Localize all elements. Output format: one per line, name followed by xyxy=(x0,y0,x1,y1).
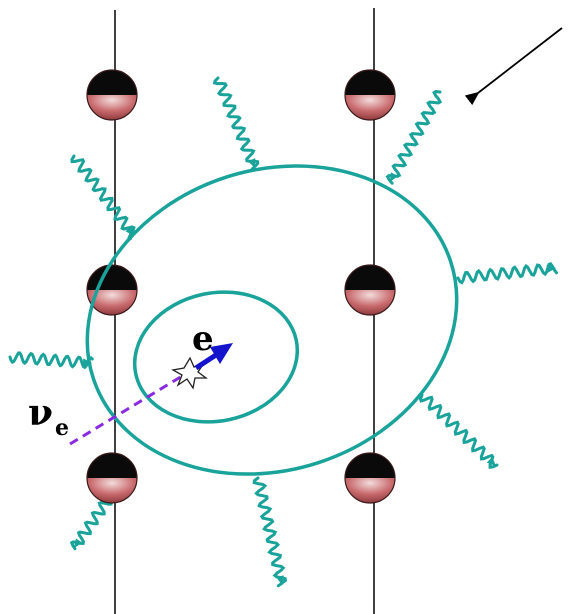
emission-wave xyxy=(212,76,260,171)
emission-wave-tip xyxy=(74,538,83,548)
emission-wave-tip xyxy=(390,172,398,182)
emission-wave xyxy=(70,154,136,241)
neutrino-track xyxy=(69,368,193,446)
emission-wave-tip xyxy=(276,575,284,585)
atom-bottom-right xyxy=(344,452,396,504)
lattice-atoms xyxy=(86,69,396,504)
emission-waves xyxy=(8,76,558,588)
atom-bottom-left xyxy=(86,452,138,504)
emission-wave xyxy=(418,393,499,469)
atom-top-left xyxy=(86,69,138,121)
emission-wave xyxy=(456,261,558,285)
emission-wave-tip xyxy=(247,158,256,168)
emission-wave-tip xyxy=(486,456,496,466)
emission-wave xyxy=(385,90,443,185)
neutrino-label: νe xyxy=(28,392,69,441)
inner-wave-ring xyxy=(132,290,300,424)
electron-arrow xyxy=(194,343,233,371)
pointer-arrow xyxy=(464,27,563,106)
emission-wave-tip xyxy=(546,264,556,273)
emission-wave-tip xyxy=(82,358,92,367)
atom-middle-left xyxy=(86,264,138,316)
emission-wave xyxy=(8,351,94,370)
atom-top-right xyxy=(344,69,396,121)
outer-wave-ring xyxy=(85,164,459,476)
electron-label: e xyxy=(192,319,214,359)
emission-wave xyxy=(252,476,287,588)
atom-middle-right xyxy=(344,264,396,316)
